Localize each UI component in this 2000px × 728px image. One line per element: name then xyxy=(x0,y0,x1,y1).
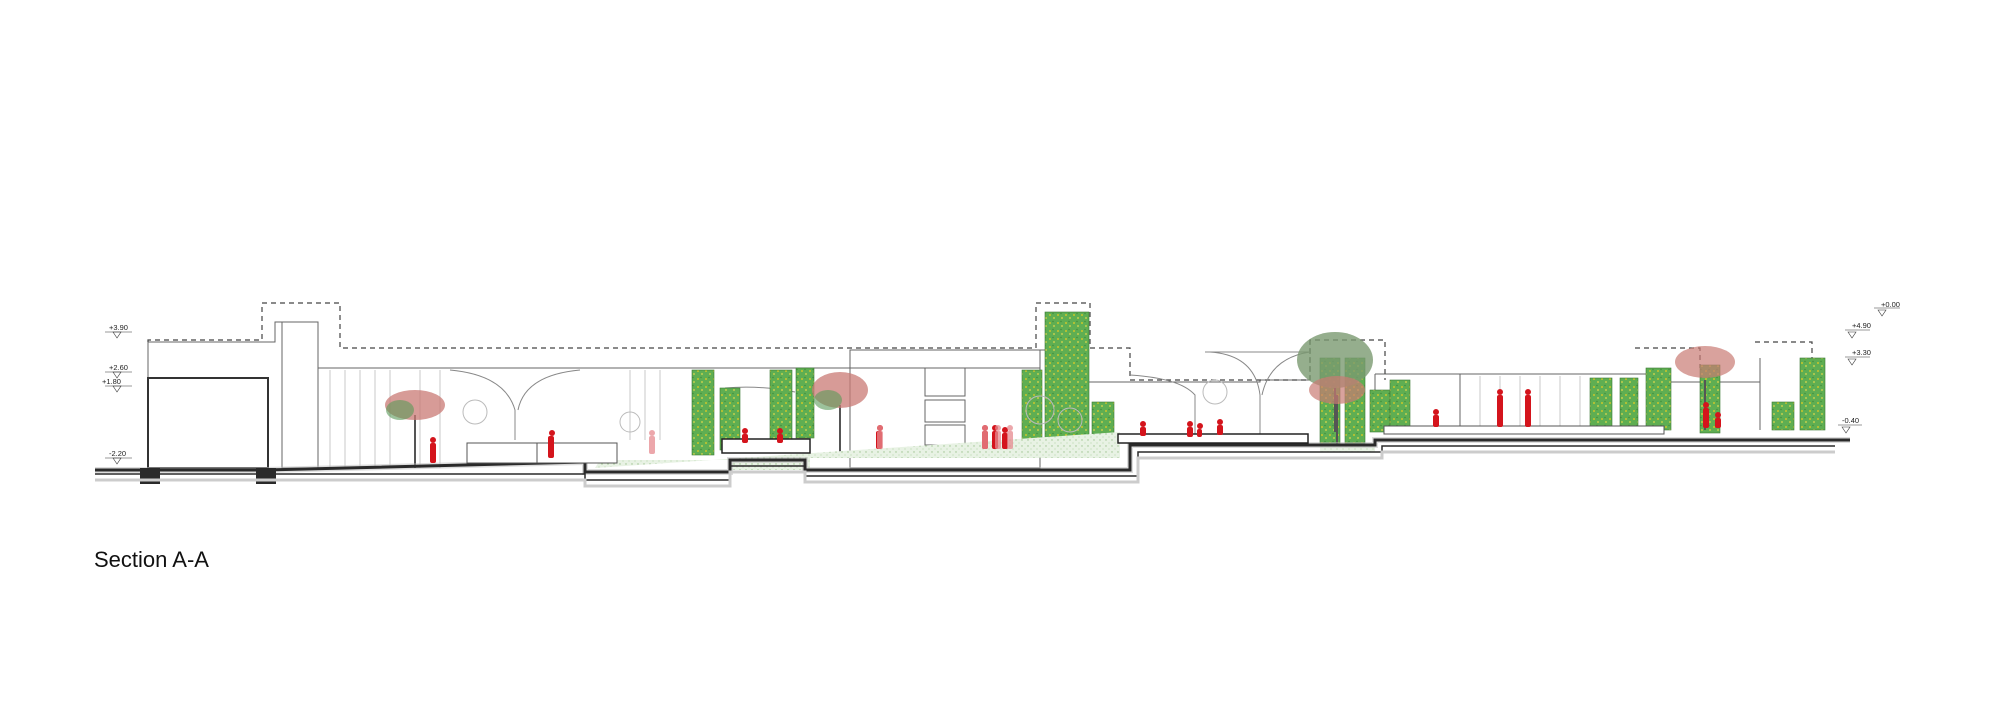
green-wall-icon xyxy=(691,311,1826,456)
level-label-left-2: +2.60 xyxy=(109,363,128,372)
level-label-right-4: -0.40 xyxy=(1842,416,1859,425)
section-title: Section A-A xyxy=(94,547,209,572)
tree-icon xyxy=(385,332,1735,468)
faded-person-figures xyxy=(649,425,1013,454)
level-marker-icon: +3.30 xyxy=(1845,348,1871,366)
level-label-left-1: +3.90 xyxy=(109,323,128,332)
level-marker-icon: +1.80 xyxy=(102,377,132,393)
level-markers-left: +3.90 +2.60 +1.80 -2.20 xyxy=(102,323,132,465)
ground-section xyxy=(95,432,1850,488)
benches xyxy=(466,425,1665,464)
level-label-right-2: +4.90 xyxy=(1852,321,1871,330)
level-marker-icon: +4.90 xyxy=(1845,321,1871,339)
level-marker-icon: +2.60 xyxy=(105,363,132,379)
level-label-right-3: +3.30 xyxy=(1852,348,1871,357)
level-marker-icon: -0.40 xyxy=(1838,416,1862,434)
level-label-right-1: +0.00 xyxy=(1881,300,1900,309)
level-marker-icon: +3.90 xyxy=(105,323,132,339)
level-label-left-4: -2.20 xyxy=(109,449,126,458)
facade-lines xyxy=(329,370,1581,468)
level-marker-icon: +0.00 xyxy=(1874,300,1900,317)
level-marker-icon: -2.20 xyxy=(105,449,132,465)
level-markers-right: +0.00 +4.90 +3.30 -0.40 xyxy=(1838,300,1900,434)
level-label-left-3: +1.80 xyxy=(102,377,121,386)
